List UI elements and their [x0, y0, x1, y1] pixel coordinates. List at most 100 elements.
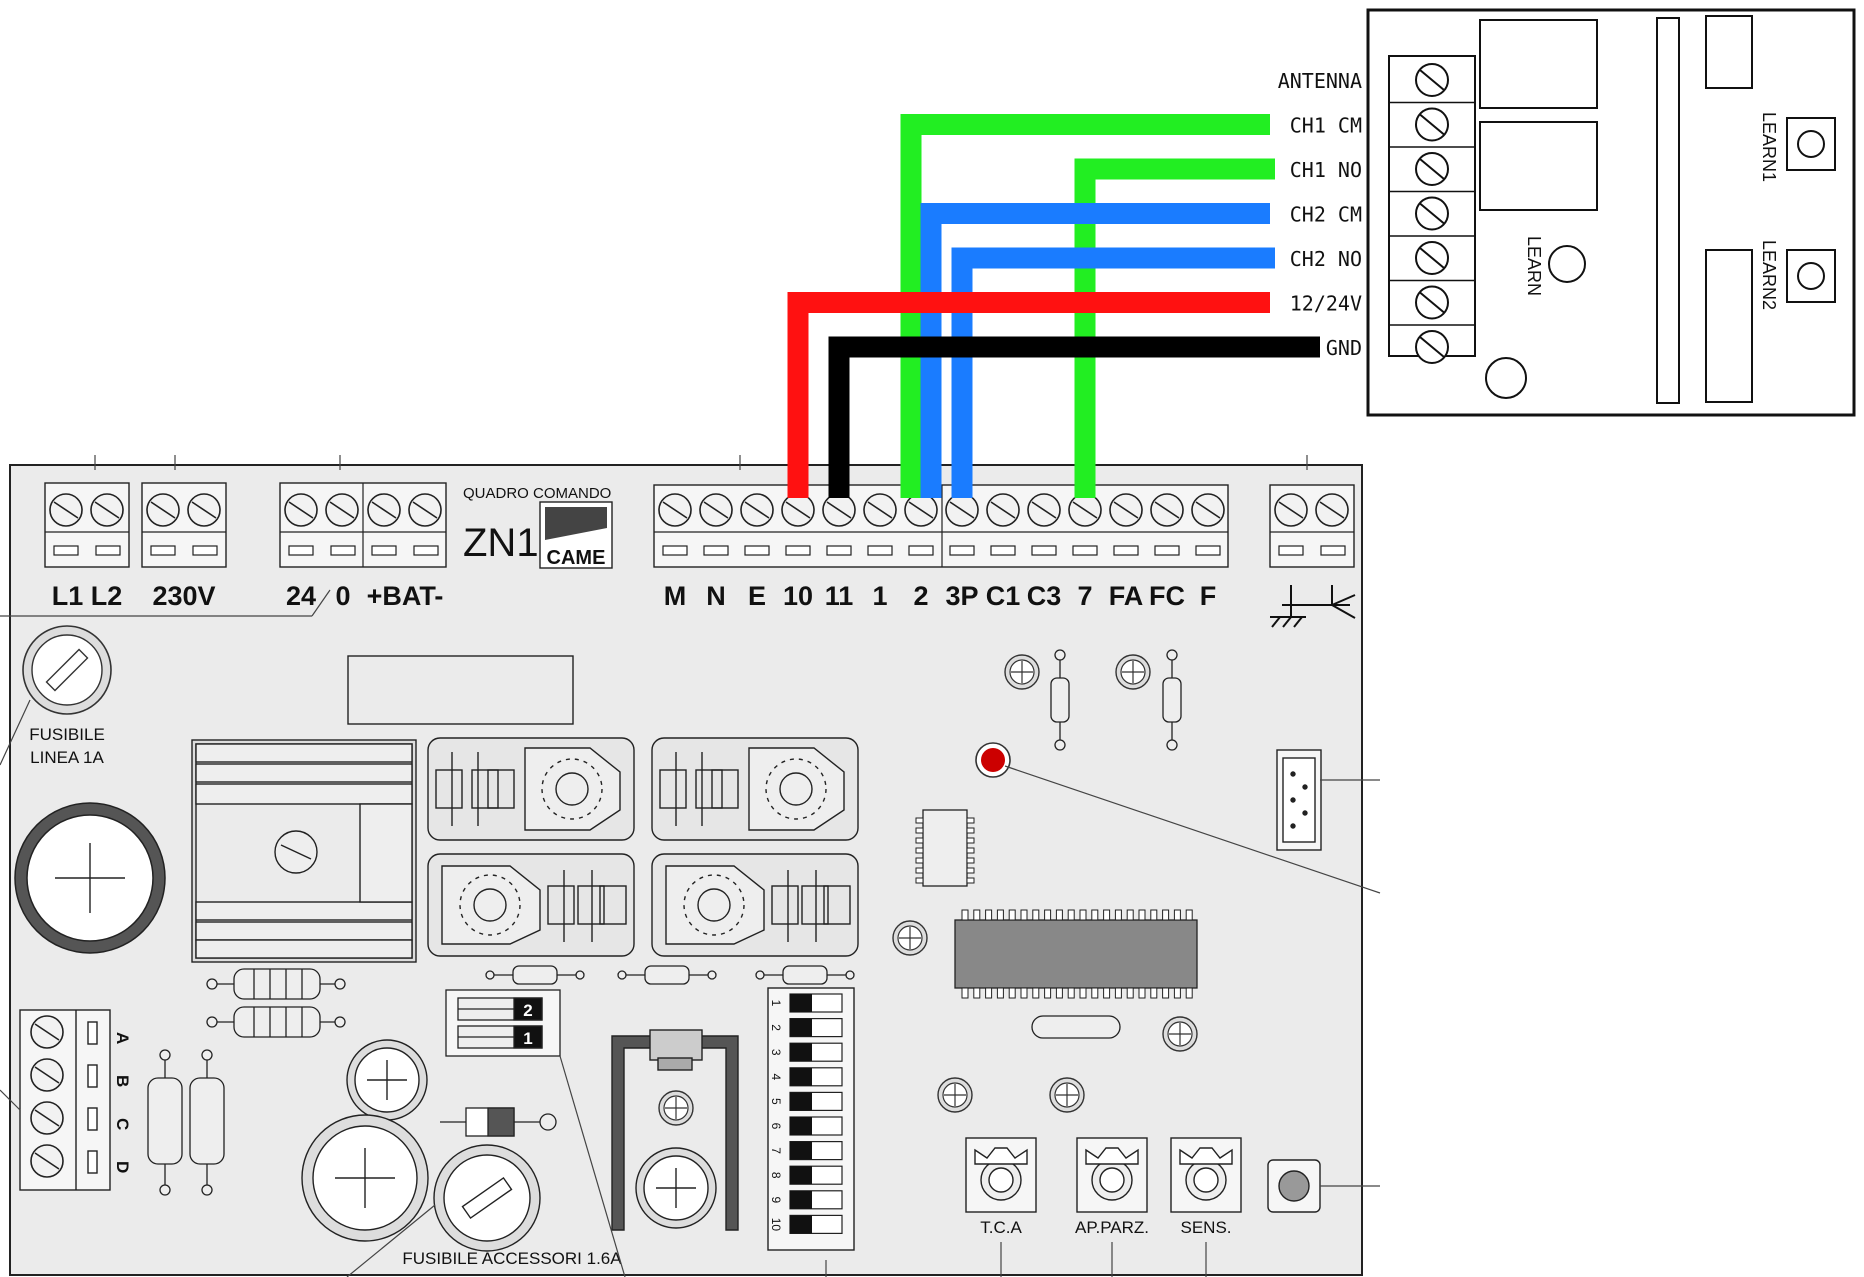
heater-bracket	[611, 1029, 739, 1231]
terminal-label-2: 2	[913, 581, 928, 611]
learn-label: LEARN	[1524, 236, 1544, 296]
dip-lever	[790, 1190, 812, 1209]
terminal-label-fa: FA	[1109, 581, 1144, 611]
trimmer-sens	[1170, 1137, 1242, 1213]
label-230v: 230V	[152, 581, 215, 611]
ic-pin	[966, 827, 975, 834]
mcu-pin	[1008, 909, 1016, 921]
terminal-screw-7	[1068, 493, 1102, 527]
ic-pin	[915, 867, 924, 874]
mcu-pin	[1185, 987, 1193, 999]
dip-lever	[790, 1117, 812, 1135]
ic-pin	[915, 857, 924, 864]
terminal-slot	[662, 545, 688, 556]
dip-lever	[790, 1018, 812, 1037]
fuse-accessories-label: FUSIBILE ACCESSORI 1.6A	[402, 1249, 622, 1268]
encoder-terminal	[19, 1009, 111, 1191]
mcu-pin	[1103, 987, 1111, 999]
came-logo: CAME	[539, 501, 613, 569]
encoder-label-a: A	[113, 1032, 132, 1044]
terminal-slot	[1195, 545, 1221, 556]
mcu-pin	[1032, 909, 1040, 921]
mcu-pin	[1162, 987, 1170, 999]
terminal-label-11: 11	[825, 581, 854, 611]
mcu-pin	[1126, 909, 1134, 921]
label-24: 24	[286, 581, 316, 611]
terminal-label-n: N	[706, 581, 726, 611]
dip-number-3: 3	[769, 1049, 783, 1056]
receiver-terminal-screw	[1389, 190, 1475, 231]
ic-pin	[966, 817, 975, 824]
quadro-comando-label: QUADRO COMANDO	[463, 485, 611, 502]
accessories-fuse	[433, 1144, 541, 1252]
mcu-pin	[1150, 909, 1158, 921]
encoder-label-c: C	[113, 1118, 132, 1130]
ic-pin	[966, 837, 975, 844]
dip-lever	[790, 994, 812, 1012]
ic-pin	[966, 857, 975, 864]
jumper-label-1: 1	[523, 1029, 532, 1048]
terminal-label-c3: C3	[1027, 581, 1062, 611]
capacitor-medium-1	[346, 1039, 428, 1121]
mcu-pin	[1162, 909, 1170, 921]
svg-text:CAME: CAME	[547, 547, 606, 569]
jumper-label-2: 2	[523, 1001, 532, 1020]
fuse-line-label-1: FUSIBILE	[29, 725, 105, 744]
terminal-slot	[867, 545, 893, 556]
receiver-terminal-screw	[1389, 235, 1475, 275]
mcu-pin	[1055, 909, 1063, 921]
mcu-pin	[1091, 909, 1099, 921]
terminal-screw-2	[904, 493, 938, 527]
control-board: L1 L2 230V 24 0 +BAT- QUADRO COMANDO ZN1…	[9, 455, 1363, 1276]
terminal-screw-1	[863, 493, 897, 527]
radio-receiver	[1366, 8, 1856, 417]
ic-small	[915, 809, 975, 887]
terminal-screw-fc	[1150, 493, 1184, 527]
receiver-label-12-24v: 12/24V	[1290, 292, 1362, 316]
wire-ch1-cm	[900, 114, 1270, 498]
terminal-label-3p: 3P	[945, 581, 978, 611]
receiver-label-ch1-no: CH1 NO	[1290, 158, 1362, 182]
dip-lever	[790, 1166, 812, 1185]
wire-ch1-no	[1074, 158, 1275, 498]
mcu-pin	[1067, 909, 1075, 921]
label-l1-l2: L1 L2	[52, 581, 123, 611]
mcu-pin	[1079, 987, 1087, 999]
dip-number-7: 7	[769, 1147, 783, 1154]
model-label: ZN1	[463, 521, 539, 565]
dip-number-5: 5	[769, 1098, 783, 1105]
wire-ch2-no	[951, 247, 1275, 498]
mcu-pin	[973, 909, 981, 921]
status-led	[975, 742, 1011, 778]
push-button	[1267, 1159, 1321, 1213]
terminal-label-7: 7	[1077, 581, 1092, 611]
trimmer-ap-parz	[1076, 1137, 1148, 1213]
mcu-pin	[1020, 987, 1028, 999]
fuse-line-label-2: LINEA 1A	[30, 748, 104, 767]
receiver-label-ch1-cm: CH1 CM	[1290, 114, 1362, 138]
receiver-label-ch2-cm: CH2 CM	[1290, 203, 1362, 227]
ic-pin	[915, 877, 924, 884]
dip-number-1: 1	[769, 1000, 783, 1007]
dip-number-10: 10	[769, 1218, 783, 1232]
terminal-slot	[703, 545, 729, 556]
trimmer-label-ap-parz: AP.PARZ.	[1075, 1218, 1149, 1237]
mcu-pin	[1079, 909, 1087, 921]
mcu-pin	[1020, 909, 1028, 921]
terminal-label-fc: FC	[1149, 581, 1185, 611]
receiver-terminal-screw	[1389, 146, 1475, 186]
crystal	[1031, 1015, 1121, 1039]
terminal-slot	[908, 545, 934, 556]
relay-1	[427, 737, 635, 841]
capacitor-medium-3	[635, 1147, 717, 1229]
terminal-label-c1: C1	[986, 581, 1021, 611]
dip-lever	[790, 1067, 812, 1086]
mcu-pin	[1138, 909, 1146, 921]
terminal-slot	[744, 545, 770, 556]
dip-number-9: 9	[769, 1196, 783, 1203]
encoder-label-d: D	[113, 1161, 132, 1173]
dip-number-4: 4	[769, 1073, 783, 1080]
mcu-pin	[1173, 909, 1181, 921]
receiver-terminal-screw	[1389, 324, 1475, 364]
